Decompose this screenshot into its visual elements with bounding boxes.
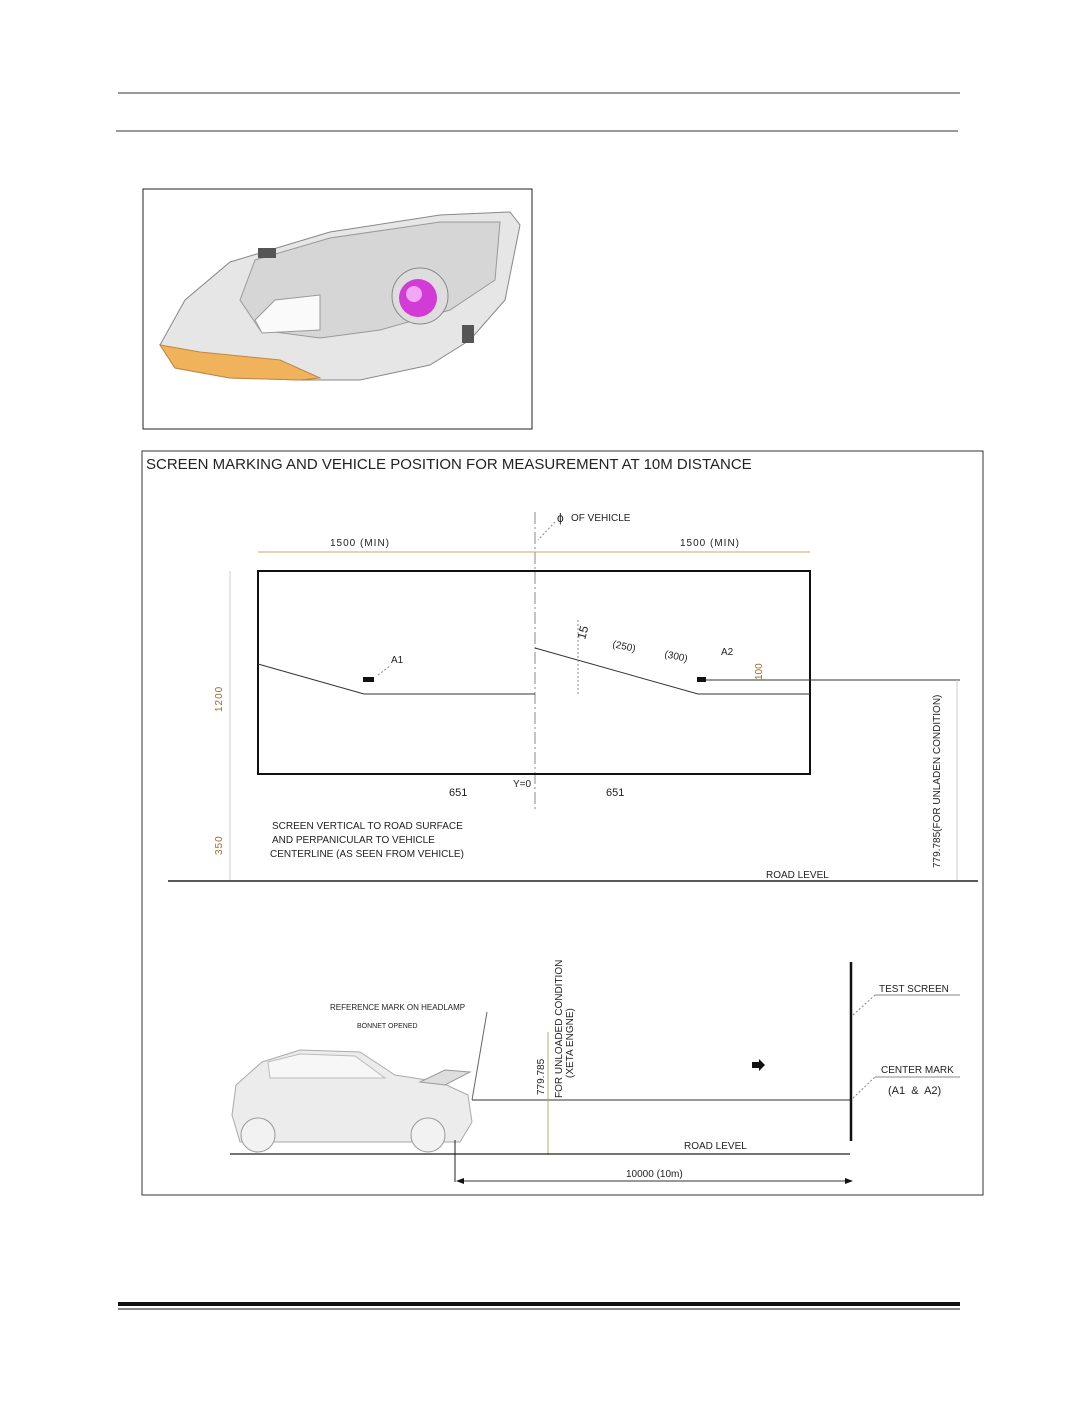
test-screen-label: TEST SCREEN xyxy=(879,984,949,995)
centerline-label: OF VEHICLE xyxy=(571,513,631,524)
left-offset-label: 651 xyxy=(449,787,467,799)
mark-a1-label: A1 xyxy=(391,655,404,666)
dim-300-label: (300) xyxy=(663,649,688,665)
headlamp-figure xyxy=(142,188,533,430)
y-zero-label: Y=0 xyxy=(513,779,532,790)
dim-100-label: 100 xyxy=(754,663,765,680)
center-mark-label: CENTER MARK xyxy=(881,1065,954,1076)
direction-arrow-icon xyxy=(752,1059,765,1071)
distance-label: 10000 (10m) xyxy=(626,1169,683,1180)
dim-250-label: (250) xyxy=(611,639,636,655)
unloaded-line-2: (XETA ENGNE) xyxy=(565,1008,576,1078)
diagram-title: SCREEN MARKING AND VEHICLE POSITION FOR … xyxy=(146,456,752,473)
left-width-label: 1500 (MIN) xyxy=(330,538,390,549)
centerline-symbol: ϕ xyxy=(557,511,564,525)
angle-label: 15 xyxy=(574,624,591,641)
note-line-3: CENTERLINE (AS SEEN FROM VEHICLE) xyxy=(270,849,464,860)
unladen-height-label: 779.785(FOR UNLADEN CONDITION) xyxy=(932,695,943,868)
test-screen-outline xyxy=(257,570,811,775)
road-level-top-label: ROAD LEVEL xyxy=(766,870,829,881)
screen-height-label: 1200 xyxy=(214,686,225,712)
bonnet-label: BONNET OPENED xyxy=(357,1023,418,1030)
mark-a1 xyxy=(363,677,374,682)
mark-a2 xyxy=(697,677,706,682)
center-mark-ids: (A1 & A2) xyxy=(888,1085,941,1097)
right-cutoff-line xyxy=(534,647,810,695)
reference-mark-label: REFERENCE MARK ON HEADLAMP xyxy=(330,1003,465,1012)
footer-rule xyxy=(118,1302,960,1306)
unloaded-line-1: FOR UNLOADED CONDITION xyxy=(554,960,565,1098)
road-level-bottom-label: ROAD LEVEL xyxy=(684,1141,747,1152)
left-cutoff-line xyxy=(257,663,535,695)
right-width-label: 1500 (MIN) xyxy=(680,538,740,549)
car-illustration xyxy=(231,1049,473,1153)
screen-base-label: 350 xyxy=(214,835,225,855)
right-offset-label: 651 xyxy=(606,787,624,799)
note-line-1: SCREEN VERTICAL TO ROAD SURFACE xyxy=(272,821,463,832)
note-line-2: AND PERPANICULAR TO VEHICLE xyxy=(272,835,435,846)
mark-a2-label: A2 xyxy=(721,647,734,658)
lamp-height-label: 779.785 xyxy=(536,1058,547,1095)
diagram-frame xyxy=(141,450,984,1196)
